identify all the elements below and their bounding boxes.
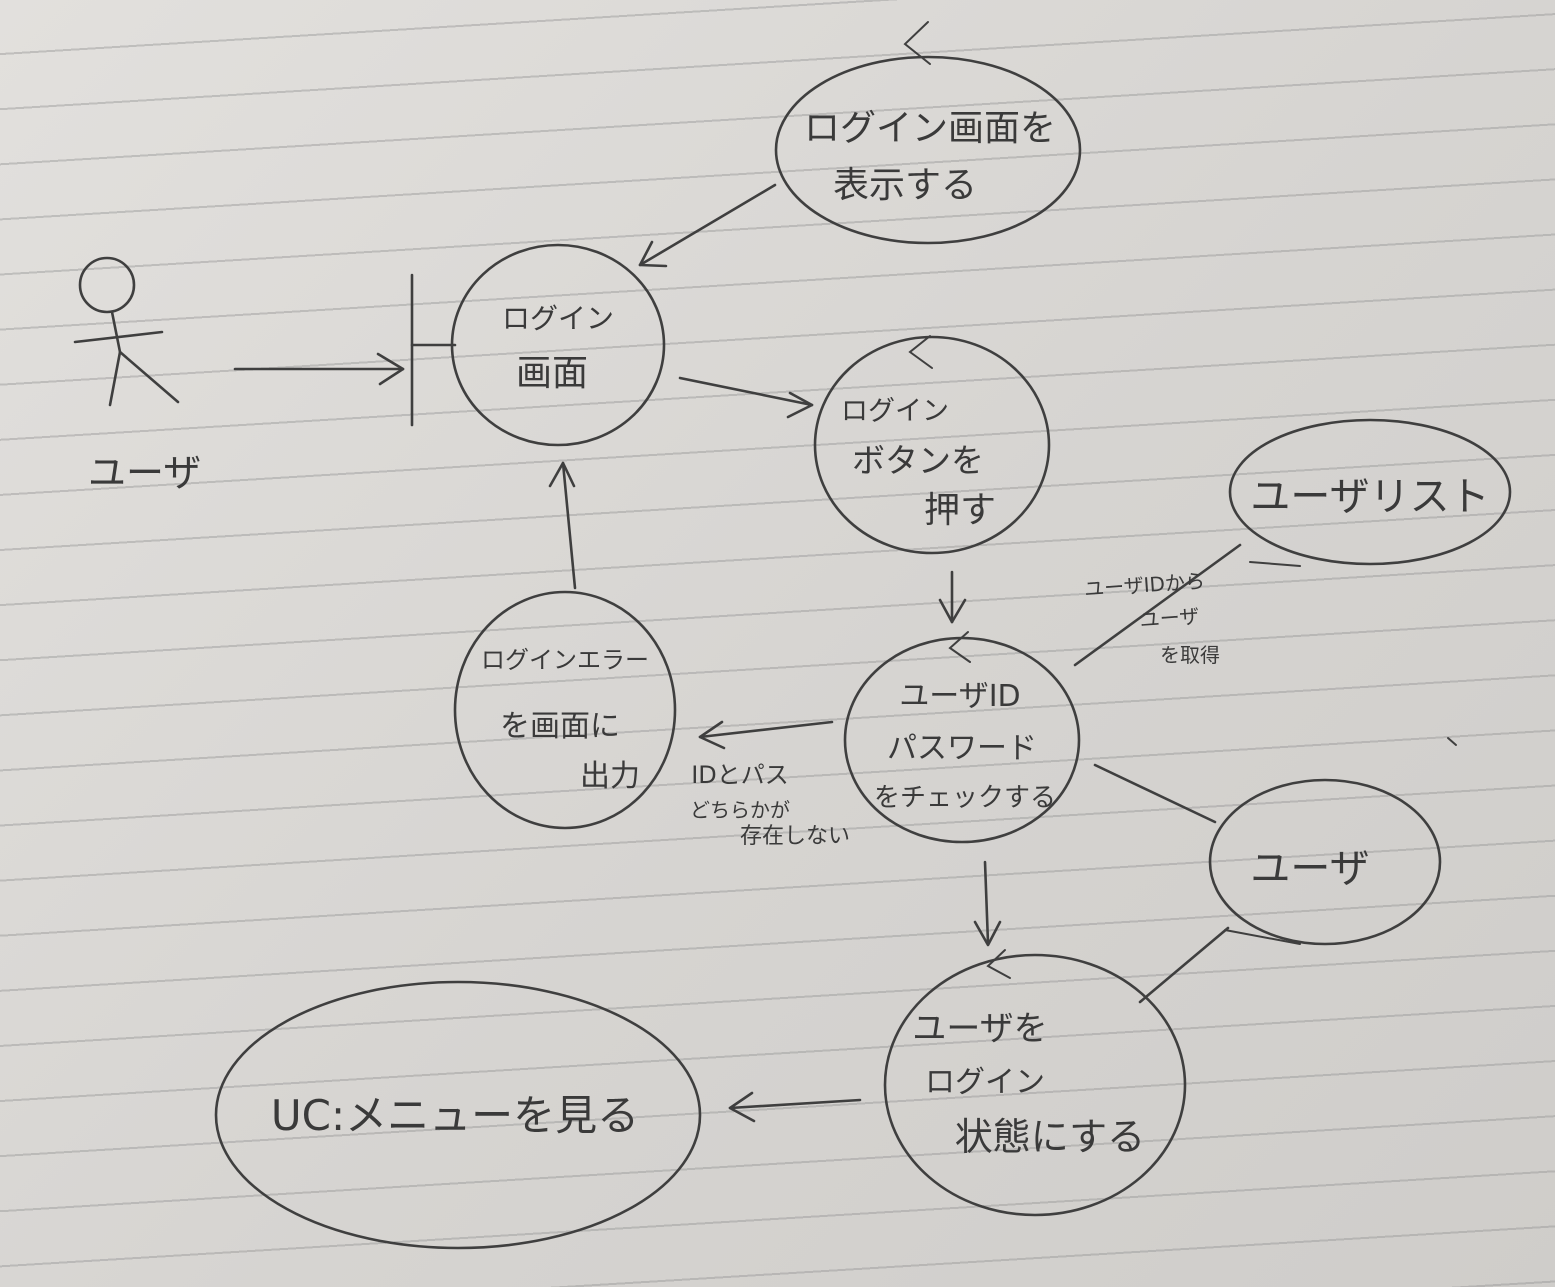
control-arrowhead bbox=[948, 631, 971, 663]
edge-check-to-logged-in bbox=[973, 860, 1002, 947]
check-line-1: ユーザID bbox=[899, 679, 1020, 714]
press-login-line-2: ボタンを bbox=[852, 441, 984, 480]
node-uc-view-menu: UC:メニューを見る bbox=[214, 980, 702, 1250]
edge-user-to-logged-in bbox=[1138, 926, 1230, 1004]
logged-in-line-3: 状態にする bbox=[955, 1115, 1145, 1159]
edge-login-error-to-login-screen bbox=[548, 461, 577, 590]
node-show-login-screen: ログイン画面を 表示する bbox=[774, 21, 1082, 245]
node-make-logged-in: ユーザを ログイン 状態にする bbox=[883, 949, 1187, 1217]
edge-show-login-to-login-screen bbox=[638, 183, 777, 268]
pencil-mark bbox=[1447, 737, 1457, 746]
actor-legs bbox=[108, 350, 180, 407]
node-login-screen: ログイン 画面 bbox=[410, 243, 666, 447]
edge-check-to-user bbox=[1093, 763, 1217, 824]
edge-press-login-to-check bbox=[938, 570, 967, 624]
node-user-entity: ユーザ bbox=[1208, 778, 1442, 946]
actor-body bbox=[110, 310, 122, 354]
edge-label-get-user-3: を取得 bbox=[1160, 643, 1220, 667]
edge-label-get-user-2: ユーザ bbox=[1139, 604, 1200, 632]
edge-login-screen-to-press-login bbox=[678, 376, 814, 419]
node-user-list: ユーザリスト bbox=[1228, 418, 1512, 567]
entity-underline bbox=[1249, 561, 1301, 567]
node-press-login-button: ログイン ボタンを 押す bbox=[813, 335, 1051, 555]
actor-user: ユーザ bbox=[73, 256, 201, 495]
node-check-credentials: ユーザID パスワード をチェックする bbox=[843, 631, 1081, 844]
entity-underline bbox=[1224, 929, 1301, 945]
logged-in-line-1: ユーザを bbox=[912, 1009, 1047, 1049]
actor-arms bbox=[73, 330, 164, 344]
show-login-line-2: 表示する bbox=[833, 165, 977, 206]
user-entity-label: ユーザ bbox=[1250, 846, 1369, 892]
edge-check-to-login-error: IDとパス どちらかが 存在しない bbox=[690, 720, 850, 849]
actor-head bbox=[78, 256, 136, 314]
edge-label-not-exist-2: どちらかが bbox=[690, 798, 790, 822]
edge-check-to-user-list: ユーザIDから ユーザ を取得 bbox=[1073, 543, 1242, 667]
login-screen-line-2: 画面 bbox=[516, 353, 588, 394]
node-login-error: ログインエラー を画面に 出力 bbox=[453, 590, 677, 830]
user-entity-circle bbox=[1208, 778, 1442, 946]
logged-in-circle bbox=[883, 953, 1187, 1217]
check-line-3: をチェックする bbox=[874, 783, 1056, 813]
control-arrowhead bbox=[903, 21, 931, 65]
edge-label-not-exist-1: IDとパス bbox=[691, 761, 789, 789]
user-list-circle bbox=[1228, 418, 1512, 566]
edge-label-get-user-1: ユーザIDから bbox=[1083, 569, 1205, 601]
logged-in-line-2: ログイン bbox=[925, 1065, 1045, 1100]
check-line-2: パスワード bbox=[887, 731, 1037, 766]
edge-label-not-exist-3: 存在しない bbox=[740, 824, 850, 849]
user-list-label: ユーザリスト bbox=[1250, 474, 1489, 520]
show-login-line-1: ログイン画面を bbox=[804, 108, 1056, 149]
login-error-circle bbox=[453, 590, 677, 830]
press-login-circle bbox=[813, 335, 1051, 555]
login-error-line-2: を画面に bbox=[500, 709, 620, 744]
press-login-line-1: ログイン bbox=[841, 396, 949, 427]
control-arrowhead bbox=[908, 335, 933, 369]
show-login-circle bbox=[774, 55, 1082, 245]
login-screen-line-1: ログイン bbox=[502, 302, 614, 335]
edge-actor-to-login-screen bbox=[233, 352, 405, 386]
login-screen-circle bbox=[450, 243, 666, 447]
control-arrowhead bbox=[986, 949, 1011, 979]
login-error-line-3: 出力 bbox=[580, 759, 640, 794]
edge-logged-in-to-uc-menu bbox=[728, 1091, 862, 1123]
actor-label: ユーザ bbox=[88, 451, 201, 495]
press-login-line-3: 押す bbox=[924, 490, 996, 531]
login-error-line-1: ログインエラー bbox=[481, 646, 649, 674]
uc-menu-label: UC:メニューを見る bbox=[271, 1091, 639, 1140]
uc-menu-ellipse bbox=[214, 980, 702, 1250]
